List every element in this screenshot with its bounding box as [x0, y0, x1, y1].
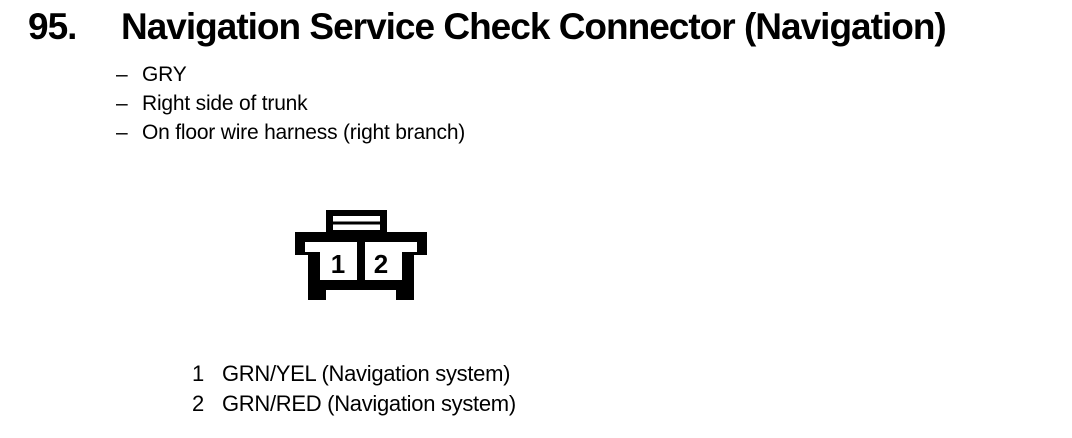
cavity-2-label: 2: [374, 249, 388, 279]
section-number: 95.: [28, 6, 77, 47]
pin-number: 1: [192, 361, 204, 386]
section-heading: 95. Navigation Service Check Connector (…: [28, 6, 947, 48]
pin-wire-description: GRN/YEL (Navigation system): [222, 361, 511, 386]
pin-wire-description: GRN/RED (Navigation system): [222, 391, 516, 416]
detail-line-location: – Right side of trunk: [116, 89, 465, 118]
dash-marker: –: [116, 63, 128, 86]
connector-cavity-1: [305, 242, 357, 280]
detail-text: GRY: [142, 63, 187, 86]
detail-line-color: – GRY: [116, 60, 465, 89]
pinout-list: 1 GRN/YEL (Navigation system) 2 GRN/RED …: [192, 359, 516, 419]
detail-line-harness: – On floor wire harness (right branch): [116, 118, 465, 147]
detail-text: On floor wire harness (right branch): [142, 121, 466, 144]
dash-marker: –: [116, 92, 128, 115]
lock-tab-slot-icon: [333, 224, 380, 230]
pin-row: 1 GRN/YEL (Navigation system): [192, 359, 516, 389]
cavity-1-label: 1: [331, 249, 345, 279]
detail-text: Right side of trunk: [142, 92, 308, 115]
pin-number: 2: [192, 391, 204, 416]
connector-cavity-2: [365, 242, 417, 280]
dash-marker: –: [116, 121, 128, 144]
lock-tab-slot-icon: [333, 216, 380, 222]
pin-row: 2 GRN/RED (Navigation system): [192, 389, 516, 419]
section-title: Navigation Service Check Connector (Navi…: [121, 6, 947, 47]
connector-lock-tab: [326, 210, 387, 234]
connector-diagram: 1 2: [295, 210, 427, 300]
connector-details-list: – GRY – Right side of trunk – On floor w…: [116, 60, 465, 147]
